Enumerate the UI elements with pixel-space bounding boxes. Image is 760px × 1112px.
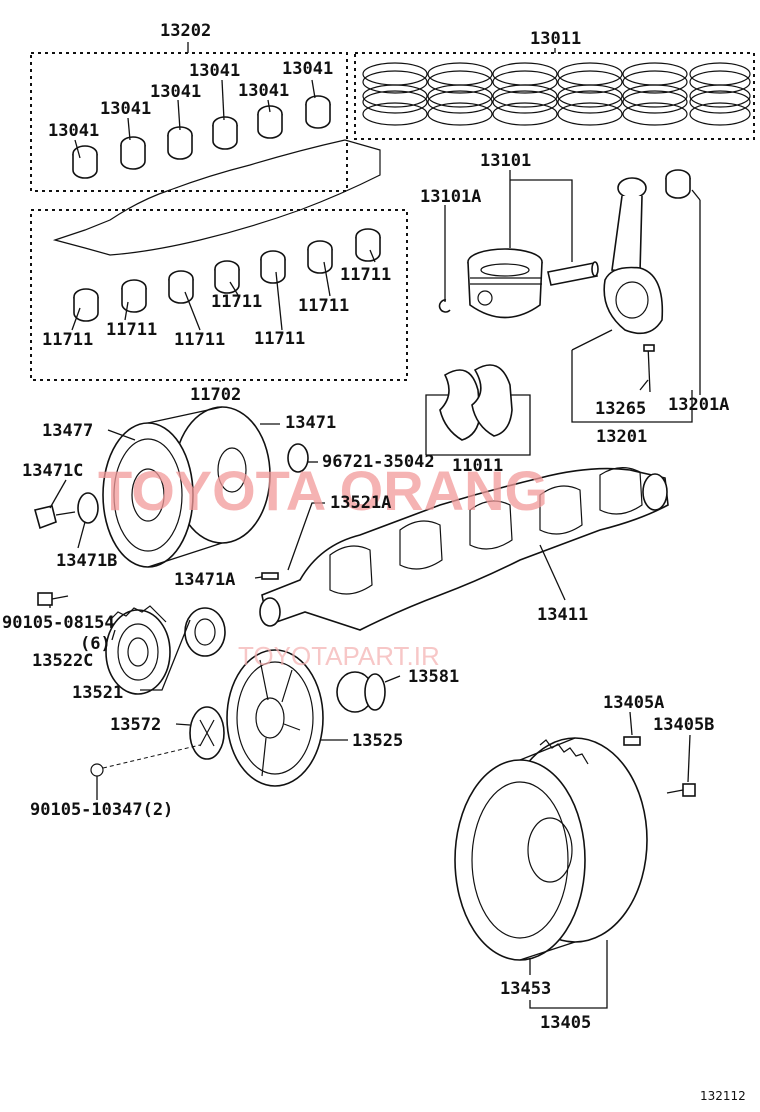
label-11711-d: 11711 [106, 320, 157, 340]
label-13265: 13265 [595, 399, 646, 419]
piston-ring-group-box [354, 52, 755, 140]
gear-bolt [37, 592, 69, 606]
pilot-bushing [336, 671, 386, 713]
pulley-bolt [34, 505, 76, 530]
upper-bearing-shells [72, 95, 331, 179]
label-13471C: 13471C [22, 461, 83, 481]
watermark-url: TOYOTAPART.IR [238, 641, 440, 671]
label-90105-10347: 90105-10347(2) [30, 800, 173, 820]
piston-ring-sets [362, 62, 751, 126]
label-11711-c: 11711 [211, 292, 262, 312]
label-13405B: 13405B [653, 715, 714, 735]
connecting-rod-bearing [665, 169, 691, 199]
label-13041-d: 13041 [238, 81, 289, 101]
part-labels: 13202 13011 13041 13041 13041 13041 1304… [2, 21, 729, 1033]
lower-bearing-shells [73, 228, 381, 322]
dowel-pin [623, 736, 641, 746]
pulley-washer [77, 492, 99, 524]
label-13581: 13581 [408, 667, 459, 687]
connecting-rod [603, 177, 664, 393]
label-11711-e: 11711 [254, 329, 305, 349]
leader-lines [49, 42, 701, 1009]
label-13477: 13477 [42, 421, 93, 441]
label-qty-6: (6) [80, 634, 111, 654]
flywheel-bolt [666, 783, 696, 797]
label-13201: 13201 [596, 427, 647, 447]
label-13522C: 13522C [32, 651, 93, 671]
label-13405A: 13405A [603, 693, 664, 713]
oil-seal [287, 443, 309, 473]
label-13041-e: 13041 [100, 99, 151, 119]
label-13453: 13453 [500, 979, 551, 999]
bolt-symbol [90, 744, 201, 777]
label-96721-35042: 96721-35042 [322, 452, 435, 472]
label-11711-b: 11711 [298, 296, 349, 316]
crankshaft-pulley [102, 406, 271, 568]
crankshaft-damper-pulley [226, 649, 324, 787]
label-13521: 13521 [72, 683, 123, 703]
label-11702: 11702 [190, 385, 241, 405]
label-13572: 13572 [110, 715, 161, 735]
label-13405: 13405 [540, 1013, 591, 1033]
label-13041-f: 13041 [48, 121, 99, 141]
diagram-reference-number: 132112 [700, 1089, 746, 1103]
label-13041-c: 13041 [150, 82, 201, 102]
label-11711-f: 11711 [174, 330, 225, 350]
label-13101: 13101 [480, 151, 531, 171]
label-13041-a: 13041 [189, 61, 240, 81]
label-13011: 13011 [530, 29, 581, 49]
timing-gear [105, 605, 171, 695]
piston-pin [547, 261, 599, 286]
crankshaft [259, 467, 669, 631]
label-13521A: 13521A [330, 493, 391, 513]
label-13041-b: 13041 [282, 59, 333, 79]
label-13101A: 13101A [420, 187, 481, 207]
flywheel [454, 737, 648, 961]
thrust-washers [439, 364, 513, 441]
label-13471: 13471 [285, 413, 336, 433]
snap-ring [438, 299, 451, 313]
label-11711-a: 11711 [340, 265, 391, 285]
crank-gear-sprocket [184, 607, 226, 657]
label-13525: 13525 [352, 731, 403, 751]
label-13201A: 13201A [668, 395, 729, 415]
pulley-plate [189, 706, 225, 760]
label-90105-08154: 90105-08154 [2, 613, 115, 633]
label-11711-g: 11711 [42, 330, 93, 350]
crankshaft-sketch [52, 139, 381, 256]
label-11011: 11011 [452, 456, 503, 476]
label-13202: 13202 [160, 21, 211, 41]
pulley-key [261, 572, 279, 580]
watermark-main: TOYOTA ORANG [98, 459, 548, 522]
piston [467, 248, 543, 319]
label-13471A: 13471A [174, 570, 235, 590]
label-13411: 13411 [537, 605, 588, 625]
label-13471B: 13471B [56, 551, 117, 571]
bearing-upper-group-box [30, 52, 348, 192]
